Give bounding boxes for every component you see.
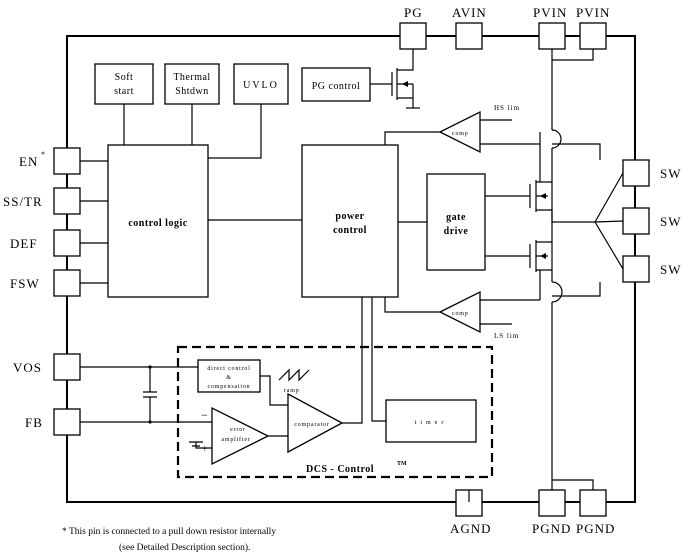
comparator: [287, 392, 344, 454]
wire-uvlo: [208, 104, 262, 159]
pin-sw-3: [622, 255, 650, 283]
sw-fanout: [594, 172, 624, 270]
direct-control-label-1: direct control: [207, 366, 250, 372]
control-logic-block: [107, 144, 209, 298]
pin-label-pgnd-2: PGND: [576, 521, 615, 536]
thermal-shutdown-block: [164, 63, 220, 105]
footnote-line-1: * This pin is connected to a pull down r…: [62, 527, 276, 537]
pin-label-pg: PG: [404, 5, 423, 20]
control-logic-label: control logic: [128, 218, 187, 229]
ls-lim-label: LS lim: [494, 332, 519, 340]
soft-start-label-1: Soft: [115, 72, 134, 83]
direct-control-label-3: compensation: [208, 384, 251, 390]
pin-fb: [53, 408, 81, 436]
dcs-control-tm: TM: [397, 461, 407, 467]
pin-label-pvin-1: PVIN: [533, 5, 567, 20]
comparator-label: comparator: [294, 422, 329, 428]
pin-label-ss-tr: SS/TR: [3, 194, 43, 209]
pin-sw-1: [622, 159, 650, 187]
ls-mosfet-arrow: [540, 253, 546, 259]
sw-feed-top: [552, 143, 601, 160]
comp-top: [438, 110, 481, 154]
pin-pvin-2: [579, 22, 607, 50]
ramp-waveform: [278, 368, 310, 382]
pin-label-agnd: AGND: [450, 521, 492, 536]
pin-sw-2: [622, 207, 650, 235]
pin-pgnd-1: [538, 489, 566, 517]
power-control-label-1: power: [335, 211, 364, 222]
wire-comp-top-in: [480, 132, 541, 145]
sw-feed-bottom: [552, 282, 601, 297]
timer-block: [385, 399, 477, 443]
pin-en: [53, 147, 81, 175]
pin-pvin-1: [538, 22, 566, 50]
timer-label: timer: [415, 420, 448, 426]
hs-lim-label: HS lim: [494, 104, 520, 112]
pin-label-avin: AVIN: [452, 5, 487, 20]
feedback-capacitor: [143, 367, 157, 422]
pin-ss-tr: [53, 187, 81, 215]
direct-control-block: [197, 359, 261, 393]
pg-mosfet-arrow: [402, 81, 408, 87]
comp-bottom-label: comp: [452, 311, 469, 317]
pin-label-pvin-2: PVIN: [576, 5, 610, 20]
dcs-control-region: [176, 345, 494, 479]
wire-timer-to-power: [371, 297, 386, 422]
ramp-label: ramp: [284, 388, 300, 394]
wire-comp-bottom-out: [384, 297, 440, 313]
comp-top-label: comp: [452, 131, 469, 137]
pvin-crossover-top: [551, 129, 562, 149]
pin-avin: [455, 22, 483, 50]
pg-control-label: PG control: [312, 81, 361, 92]
pin-label-fsw: FSW: [10, 276, 40, 291]
hs-mosfet-arrow: [540, 193, 546, 199]
error-amp-label-1: error: [230, 427, 246, 433]
comp-bottom: [438, 290, 481, 334]
pin-pgnd-2: [579, 489, 607, 517]
pin-label-pgnd-1: PGND: [532, 521, 571, 536]
thermal-label-1: Thermal: [173, 72, 210, 83]
gate-drive-label-2: drive: [444, 226, 469, 237]
uvlo-label: UVLO: [243, 80, 279, 91]
pvin-link: [552, 35, 594, 61]
direct-control-label-2: &: [226, 375, 231, 381]
hs-mosfet-connect: [539, 144, 553, 222]
power-control-block: [301, 144, 399, 298]
soft-start-label-2: start: [114, 86, 134, 97]
pin-pg: [399, 22, 427, 50]
ls-mosfet: [485, 240, 552, 272]
pin-en-asterisk: *: [41, 150, 45, 159]
pin-label-sw-3: SW: [660, 262, 682, 277]
soft-start-block: [94, 63, 154, 105]
pin-def: [53, 229, 81, 257]
pin-label-def: DEF: [10, 236, 38, 251]
pin-label-vos: VOS: [13, 360, 42, 375]
reference-source: [189, 441, 212, 449]
error-amp-minus: −: [201, 408, 208, 422]
error-amplifier: [211, 406, 270, 466]
pin-label-en: EN: [19, 154, 38, 169]
pvin-crossover-bottom: [551, 281, 563, 303]
pin-vos: [53, 353, 81, 381]
pin-label-sw-1: SW: [660, 166, 682, 181]
gate-drive-block: [426, 173, 486, 271]
footnote-line-2: (see Detailed Description section).: [119, 542, 250, 553]
wire-direct-to-comp: [260, 375, 288, 406]
pin-label-sw-2: SW: [660, 214, 682, 229]
error-amp-label-2: amplifier: [221, 436, 250, 443]
pin-label-fb: FB: [25, 415, 43, 430]
power-control-label-2: control: [333, 225, 367, 236]
thermal-label-2: Shtdwn: [175, 86, 209, 97]
wire-comp-top-out: [384, 131, 440, 145]
dcs-control-label: DCS - Control: [306, 464, 374, 475]
pg-mosfet-terminals: [397, 49, 414, 108]
pgnd-bus: [552, 479, 594, 490]
wire-comp-to-power: [342, 297, 363, 424]
gate-drive-label-1: gate: [446, 212, 466, 223]
error-amp-plus: +: [202, 444, 208, 455]
pin-fsw: [53, 269, 81, 297]
hs-mosfet: [485, 180, 552, 212]
